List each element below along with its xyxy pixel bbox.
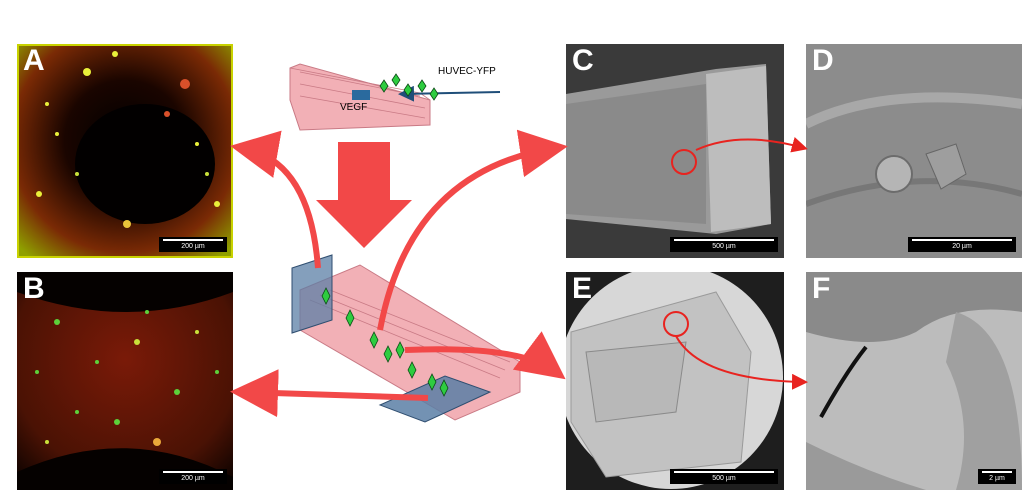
scale-line: [163, 471, 223, 473]
scale-bar: 20 µm: [908, 237, 1016, 252]
arrow-to-b: [230, 369, 429, 418]
panel-letter: F: [812, 272, 831, 305]
scale-line: [912, 239, 1012, 241]
scale-bar: 200 µm: [159, 237, 227, 252]
zoom-arrows: [675, 137, 808, 390]
panel-d-sem-zoom-image: D 20 µm: [806, 44, 1022, 258]
panel-a-fluorescence-image: A 200 µm: [17, 44, 233, 258]
top-device-diagram: [289, 63, 501, 131]
scale-line: [982, 471, 1012, 473]
panel-f-tem-image: F 2 µm: [806, 272, 1022, 490]
panel-letter: D: [812, 44, 834, 77]
huvec-label: HUVEC-YFP: [438, 66, 496, 77]
scale-bar: 200 µm: [159, 469, 227, 484]
vegf-block: [352, 90, 370, 100]
arrow-to-e: [404, 331, 566, 380]
zoom-arrow-c-to-d: [695, 137, 808, 153]
scale-label: 200 µm: [181, 243, 205, 250]
fluorescence-image-b: [17, 272, 233, 490]
panel-letter: E: [572, 272, 593, 305]
slice-plane-right: [378, 375, 492, 423]
panel-c-sem-image: C 500 µm: [566, 44, 784, 258]
fluorescence-image-a: [17, 44, 233, 258]
scale-label: 20 µm: [952, 243, 972, 250]
scale-bar: 500 µm: [670, 469, 778, 484]
panel-e-cross-section-image: E 500 µm: [566, 272, 784, 490]
panel-letter: A: [23, 44, 45, 77]
huvec-cells-bottom: [321, 287, 449, 397]
scale-bar: 500 µm: [670, 237, 778, 252]
scale-label: 500 µm: [712, 475, 736, 482]
scale-label: 500 µm: [712, 243, 736, 250]
tem-image-f: [806, 272, 1022, 490]
sem-image-c: [566, 44, 784, 258]
workflow-arrows: [230, 129, 568, 418]
arrow-to-c: [377, 129, 568, 331]
scale-line: [674, 471, 774, 473]
injection-needle: [398, 85, 501, 102]
process-down-arrow: [316, 142, 412, 248]
scale-bar: 2 µm: [978, 469, 1016, 484]
scale-line: [674, 239, 774, 241]
vegf-label: VEGF: [340, 102, 368, 113]
panel-letter: C: [572, 44, 594, 77]
huvec-cells: [379, 73, 439, 101]
panel-b-fluorescence-image: B 200 µm: [17, 272, 233, 490]
zoom-arrow-e-to-f: [675, 335, 808, 390]
scale-label: 200 µm: [181, 475, 205, 482]
panel-letter: B: [23, 272, 45, 305]
bottom-device-diagram: [291, 254, 521, 423]
arrow-to-a: [230, 130, 321, 269]
scale-line: [163, 239, 223, 241]
sem-image-d: [806, 44, 1022, 258]
scale-label: 2 µm: [989, 475, 1005, 482]
cross-section-image-e: [566, 272, 784, 490]
